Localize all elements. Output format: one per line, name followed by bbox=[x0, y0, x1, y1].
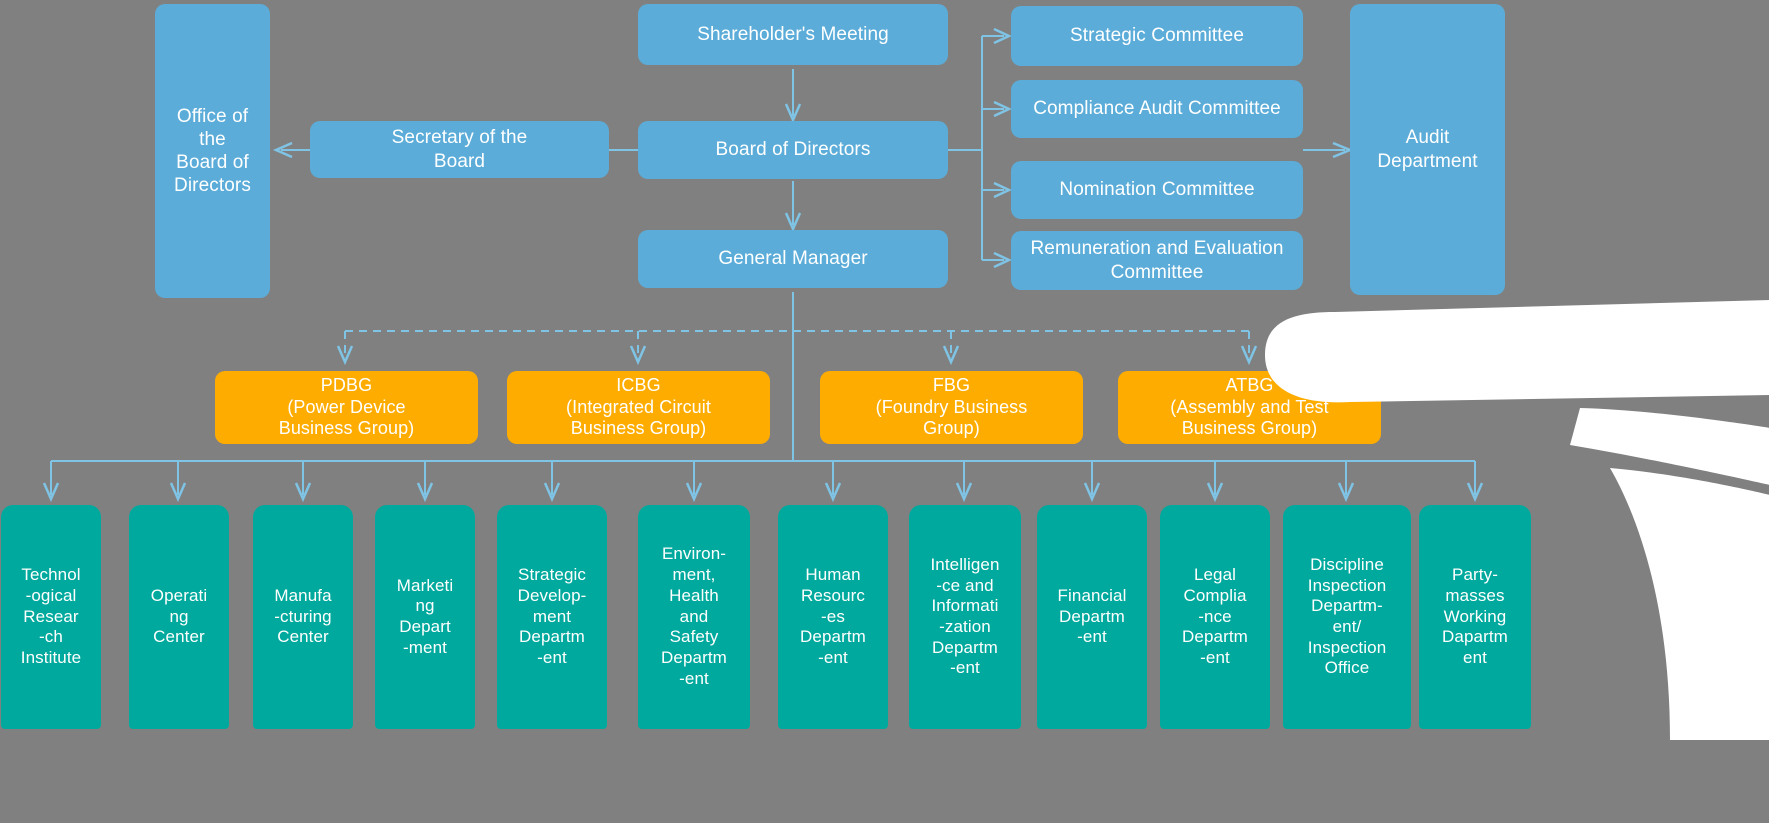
node-business-group-fbg[interactable]: FBG (Foundry Business Group) bbox=[820, 371, 1083, 444]
node-audit-department[interactable]: Audit Department bbox=[1350, 4, 1505, 295]
node-committee-strategic[interactable]: Strategic Committee bbox=[1011, 6, 1303, 66]
node-committee-nomination[interactable]: Nomination Committee bbox=[1011, 161, 1303, 219]
node-secretary-of-the-board[interactable]: Secretary of the Board bbox=[310, 121, 609, 178]
node-committee-remuneration-evaluation[interactable]: Remuneration and Evaluation Committee bbox=[1011, 231, 1303, 290]
node-department-legal-compliance[interactable]: Legal Complia -nce Departm -ent bbox=[1160, 505, 1270, 729]
node-office-of-the-board[interactable]: Office of the Board of Directors bbox=[155, 4, 270, 298]
node-business-group-icbg[interactable]: ICBG (Integrated Circuit Business Group) bbox=[507, 371, 770, 444]
node-business-group-atbg[interactable]: ATBG (Assembly and Test Business Group) bbox=[1118, 371, 1381, 444]
node-department-party-masses-working[interactable]: Party- masses Working Dapartm ent bbox=[1419, 505, 1531, 729]
node-board-of-directors[interactable]: Board of Directors bbox=[638, 121, 948, 179]
node-department-technological-research-institute[interactable]: Technol -ogical Resear -ch Institute bbox=[1, 505, 101, 729]
node-department-marketing[interactable]: Marketi ng Depart -ment bbox=[375, 505, 475, 729]
node-department-strategic-development[interactable]: Strategic Develop- ment Departm -ent bbox=[497, 505, 607, 729]
node-department-discipline-inspection[interactable]: Discipline Inspection Departm- ent/ Insp… bbox=[1283, 505, 1411, 729]
node-department-operating-center[interactable]: Operati ng Center bbox=[129, 505, 229, 729]
node-department-human-resources[interactable]: Human Resourc -es Departm -ent bbox=[778, 505, 888, 729]
node-general-manager[interactable]: General Manager bbox=[638, 230, 948, 288]
node-department-financial[interactable]: Financial Departm -ent bbox=[1037, 505, 1147, 729]
node-committee-compliance-audit[interactable]: Compliance Audit Committee bbox=[1011, 80, 1303, 138]
node-department-environment-health-safety[interactable]: Environ- ment, Health and Safety Departm… bbox=[638, 505, 750, 729]
node-business-group-pdbg[interactable]: PDBG (Power Device Business Group) bbox=[215, 371, 478, 444]
node-department-intelligence-informatization[interactable]: Intelligen -ce and Informati -zation Dep… bbox=[909, 505, 1021, 729]
node-shareholders-meeting[interactable]: Shareholder's Meeting bbox=[638, 4, 948, 65]
node-department-manufacturing-center[interactable]: Manufa -cturing Center bbox=[253, 505, 353, 729]
